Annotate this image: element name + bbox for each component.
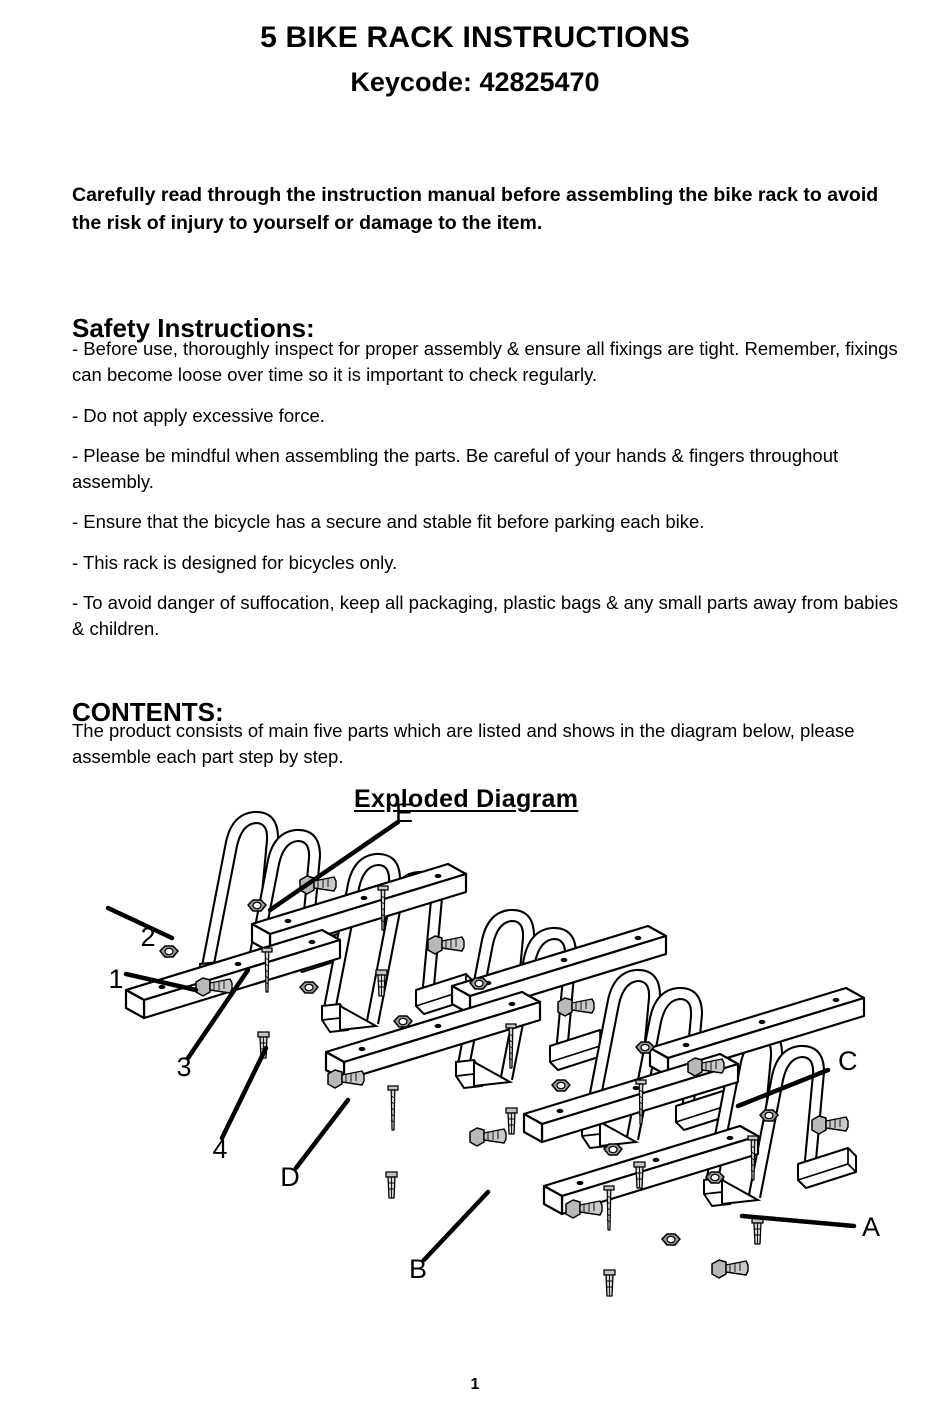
list-item: - To avoid danger of suffocation, keep a… <box>72 591 899 640</box>
callout-label-D: D <box>280 1162 300 1192</box>
contents-heading: CONTENTS: <box>72 697 224 727</box>
list-item: - Before use, thoroughly inspect for pro… <box>72 338 898 386</box>
exploded-diagram: Exploded Diagram <box>0 780 950 1320</box>
callout-label-B: B <box>409 1254 427 1284</box>
callout-label-E: E <box>395 798 413 828</box>
list-item: - Ensure that the bicycle has a secure a… <box>72 511 705 533</box>
list-item: - Please be mindful when assembling the … <box>72 444 839 493</box>
callout-leader-lines <box>105 819 857 1263</box>
safety-instructions-heading: Safety Instructions: <box>72 313 315 343</box>
list-item: - This rack is designed for bicycles onl… <box>72 551 398 573</box>
page-number: 1 <box>470 1376 480 1393</box>
callout-label-group: E 2 1 3 4 D B C A <box>108 798 880 1284</box>
safety-instructions-list: - Before use, thoroughly inspect for pro… <box>72 336 902 642</box>
page-title: 5 BIKE RACK INSTRUCTIONS <box>260 21 690 54</box>
callout-label-2: 2 <box>140 922 155 952</box>
callout-label-A: A <box>862 1212 880 1242</box>
keycode-subtitle: Keycode: 42825470 <box>350 67 600 98</box>
exploded-diagram-title: Exploded Diagram <box>354 785 579 813</box>
contents-text: The product consists of main five parts … <box>72 720 855 768</box>
list-item: - Do not apply excessive force. <box>72 404 325 426</box>
warning-text: Carefully read through the instruction m… <box>72 184 879 234</box>
callout-label-4: 4 <box>212 1134 227 1164</box>
callout-label-3: 3 <box>176 1052 191 1082</box>
callout-label-1: 1 <box>108 964 123 994</box>
callout-label-C: C <box>838 1046 858 1076</box>
exploded-diagram-graphic: E 2 1 3 4 D B C A <box>105 798 880 1297</box>
